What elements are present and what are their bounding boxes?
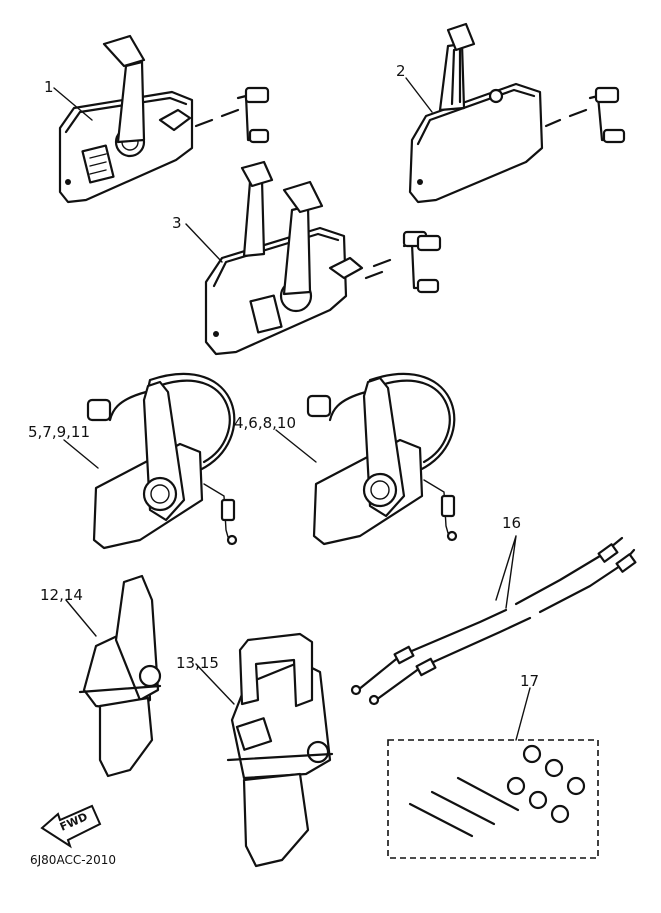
callout-1: 1 [44,78,54,96]
leader-lines [53,77,531,741]
part-16-control-cable [350,536,637,706]
part-2-remote-control [408,22,626,204]
callout-12-14: 12,14 [40,586,83,604]
callout-4-6-8-10: 4,6,8,10 [234,414,296,432]
part-1-remote-control [58,34,270,204]
part-5-7-9-11-remote-control [86,372,238,550]
diagram-code: 6J80ACC-2010 [30,853,116,867]
callout-3: 3 [172,214,182,232]
part-3-remote-control [204,160,442,356]
part-12-14-remote-control [78,574,162,778]
part-4-6-8-10-remote-control [306,372,458,546]
callout-17: 17 [520,672,539,690]
fwd-arrow-icon: FWD [40,804,102,849]
part-13-15-remote-control [226,632,334,868]
callout-5-7-9-11: 5,7,9,11 [28,423,90,441]
part-17-hardware-kit [387,739,599,859]
callout-2: 2 [396,62,406,80]
callout-13-15: 13,15 [176,654,219,672]
callout-16: 16 [502,514,521,532]
